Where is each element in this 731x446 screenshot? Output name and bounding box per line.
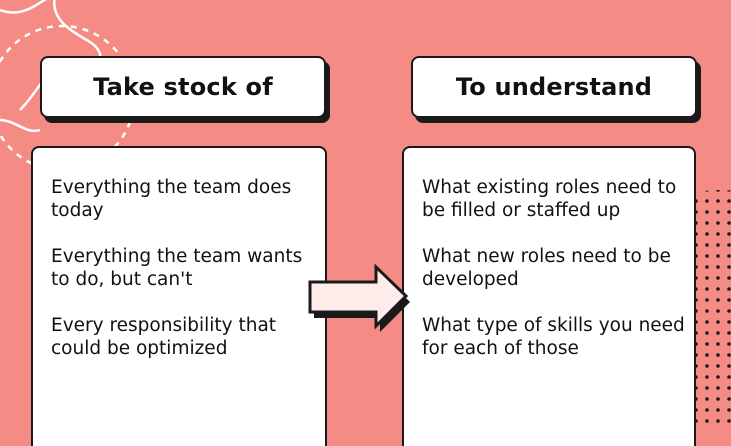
right-arrow-icon	[308, 264, 410, 332]
heading-to-understand: To understand	[411, 56, 697, 118]
heading-take-stock: Take stock of	[40, 56, 326, 118]
take-stock-item: Every responsibility that could be optim…	[51, 315, 277, 359]
to-understand-item: What type of skills you need for each of…	[422, 315, 685, 359]
to-understand-item: What new roles need to be developed	[422, 246, 671, 290]
take-stock-item: Everything the team wants to do, but can…	[51, 246, 303, 290]
to-understand-item: What existing roles need to be filled or…	[422, 177, 677, 221]
to-understand-card: What existing roles need to be filled or…	[402, 146, 696, 446]
take-stock-item: Everything the team does today	[51, 177, 292, 221]
squiggle-decoration	[0, 0, 48, 14]
take-stock-card: Everything the team does today Everythin…	[31, 146, 327, 446]
squiggle-decoration	[0, 118, 41, 133]
